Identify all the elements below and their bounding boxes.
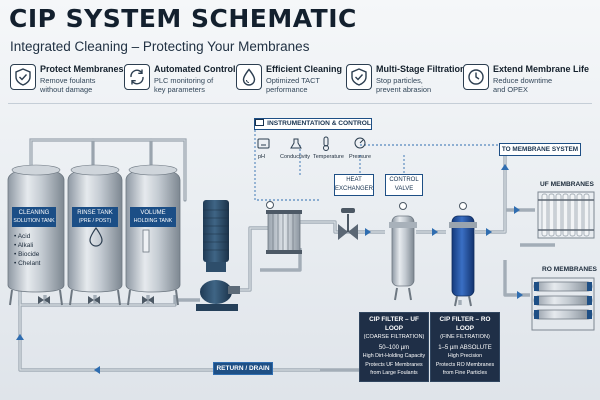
rinse-tank <box>67 164 123 306</box>
refresh-cycle-icon <box>124 64 150 90</box>
sensor-label-pressure: Pressure <box>349 154 372 160</box>
chemical-item: • Acid <box>14 233 31 240</box>
chemical-list: • Acid • Alkali • Biocide • Chelant <box>14 232 41 268</box>
uf-loop-filter <box>389 215 417 301</box>
cleaning-solution-tank <box>7 164 65 306</box>
pipework-top-highlight <box>30 139 186 200</box>
ro-membrane-rack <box>531 277 595 331</box>
level-gauge <box>142 229 150 253</box>
chemical-item: • Alkali <box>14 242 34 249</box>
tank-label-rinse: RINSE TANK (PRE / POST) <box>72 207 118 227</box>
pressure-gauge-icon <box>354 137 366 149</box>
ro-filter-callout: CIP FILTER – RO LOOP (FINE FILTRATION) 1… <box>430 312 500 382</box>
signal-lines <box>254 130 520 201</box>
control-valve-label: CONTROL VALVE <box>385 174 423 196</box>
instrumentation-control-box: INSTRUMENTATION & CONTROL <box>254 118 372 130</box>
shield-check-icon <box>10 64 36 90</box>
droplet-icon <box>236 64 262 90</box>
ro-loop-filter <box>449 215 477 307</box>
feature-title: Extend Membrane Life <box>493 64 590 74</box>
volume-holding-tank <box>125 164 181 306</box>
thermometer-icon <box>323 136 329 151</box>
tank-label-cleaning: CLEANING SOLUTION TANK <box>12 207 56 227</box>
sensor-label-temperature: Temperature <box>313 154 344 160</box>
heat-exchanger-label: HEAT EXCHANGER <box>334 174 374 196</box>
feature-title: Efficient Cleaning <box>266 64 343 74</box>
chemical-item: • Biocide <box>14 251 40 258</box>
uf-membranes-label: UF MEMBRANES <box>540 181 594 188</box>
cip-pump <box>196 200 240 311</box>
feature-desc: Reduce downtime and OPEX <box>493 76 553 94</box>
sensor-icons <box>257 136 366 151</box>
feature-desc: Optimized TACT performance <box>266 76 320 94</box>
ph-sensor-icon <box>257 138 270 149</box>
to-membrane-system-label: TO MEMBRANE SYSTEM <box>499 143 581 156</box>
monitor-icon <box>255 119 265 126</box>
uf-filter-callout: CIP FILTER – UF LOOP (COARSE FILTRATION)… <box>359 312 429 382</box>
feature-title: Protect Membranes <box>40 64 124 74</box>
feature-desc: Stop particles, prevent abrasion <box>376 76 432 94</box>
feature-desc: PLC monitoring of key parameters <box>154 76 214 94</box>
chemical-item: • Chelant <box>14 260 41 267</box>
feature-title: Automated Control <box>154 64 236 74</box>
pressure-gauges <box>266 201 467 210</box>
page-subtitle: Integrated Cleaning – Protecting Your Me… <box>10 39 310 54</box>
feature-row: Protect Membranes Remove foulants withou… <box>0 62 600 102</box>
feature-desc: Remove foulants without damage <box>40 76 96 94</box>
uf-membrane-rack <box>537 191 595 239</box>
return-drain-label: RETURN / DRAIN <box>213 362 273 375</box>
sensor-label-conductivity: Conductivity <box>280 154 310 160</box>
header-divider <box>8 103 592 104</box>
ro-membranes-label: RO MEMBRANES <box>542 266 597 273</box>
tank-label-volume: VOLUME HOLDING TANK <box>130 207 176 227</box>
feature-title: Multi-Stage Filtration <box>376 64 466 74</box>
conductivity-icon <box>290 138 302 149</box>
droplet-icon <box>89 226 103 247</box>
heat-exchanger <box>266 210 302 254</box>
tank-valves <box>38 296 154 304</box>
clock-icon <box>463 64 489 90</box>
sensor-label-ph: pH <box>258 154 266 160</box>
shield-check-icon <box>346 64 372 90</box>
page-title: CIP SYSTEM SCHEMATIC <box>9 4 357 33</box>
control-valve <box>338 208 358 240</box>
